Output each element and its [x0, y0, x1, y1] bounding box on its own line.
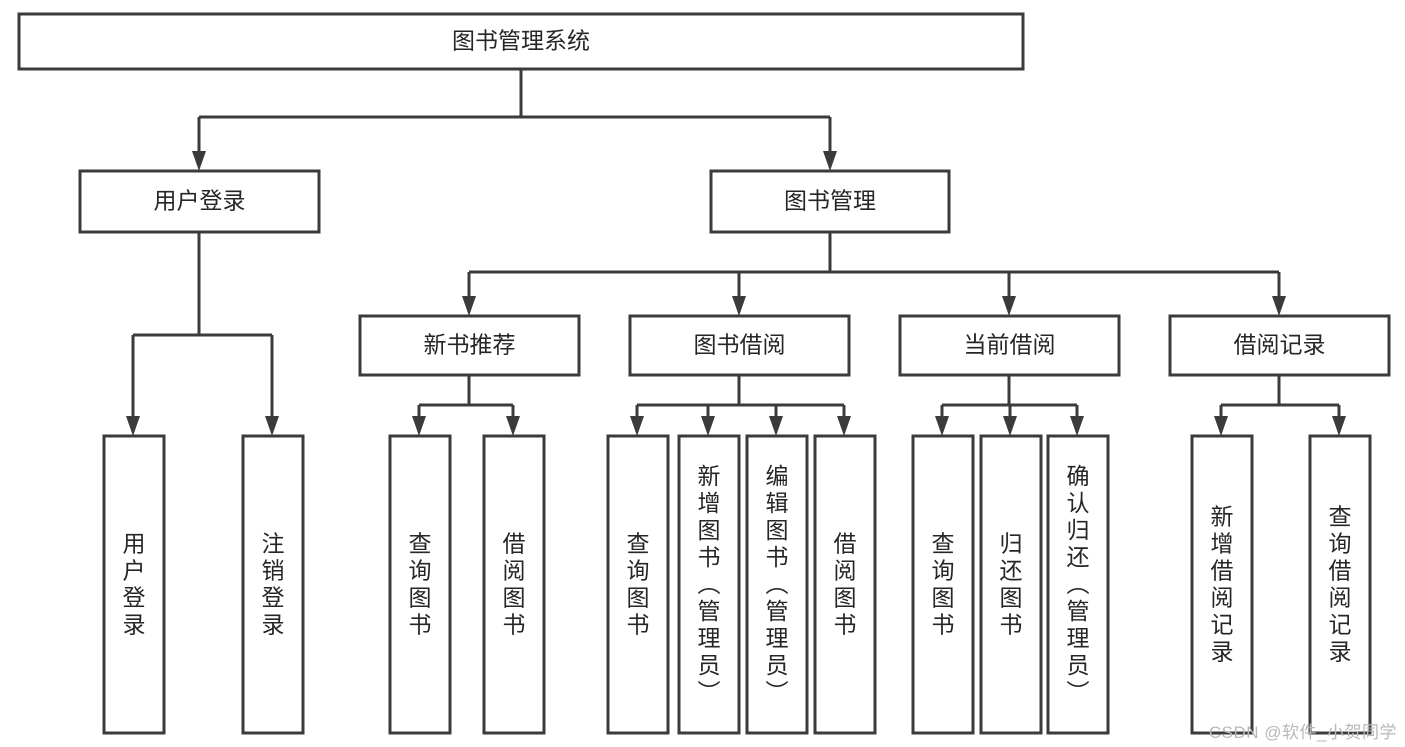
node-box[interactable]	[1168, 314, 1391, 377]
connector-group-book-management-to-level3	[462, 232, 1286, 316]
arrow-head	[265, 416, 279, 436]
node-leaf-return-book[interactable]: 归还图书	[979, 434, 1043, 735]
node-box[interactable]	[102, 434, 166, 735]
node-box[interactable]	[813, 434, 877, 735]
arrow-head	[1272, 296, 1286, 316]
node-leaf-query-book-3[interactable]: 查询图书	[911, 434, 975, 735]
arrow-head	[1002, 296, 1016, 316]
node-box[interactable]	[709, 169, 951, 234]
node-label: 编辑图书︵管理员︶	[766, 463, 789, 705]
arrow-head	[701, 416, 715, 436]
node-box[interactable]	[606, 434, 670, 735]
connector-group-book-borrow-to-leaves	[630, 375, 851, 436]
node-current-borrow[interactable]: 当前借阅	[898, 314, 1121, 377]
node-leaf-borrow-book-1[interactable]: 借阅图书	[482, 434, 546, 735]
arrow-head	[630, 416, 644, 436]
node-box[interactable]	[1308, 434, 1372, 735]
node-label: 借阅图书	[834, 531, 857, 638]
connector-group-root-to-level2	[192, 69, 837, 171]
arrow-head	[126, 416, 140, 436]
node-box[interactable]	[677, 434, 741, 735]
node-book-borrow[interactable]: 图书借阅	[628, 314, 851, 377]
node-leaf-logout[interactable]: 注销登录	[241, 434, 305, 735]
node-label: 图书借阅	[694, 332, 786, 358]
node-leaf-add-book[interactable]: 新增图书︵管理员︶	[677, 434, 741, 735]
arrow-head	[1332, 416, 1346, 436]
node-label: 查询图书	[409, 531, 432, 638]
arrow-head	[1003, 416, 1017, 436]
node-box[interactable]	[979, 434, 1043, 735]
node-box[interactable]	[78, 169, 321, 234]
connector-group-borrow-record-to-leaves	[1214, 375, 1346, 436]
node-box[interactable]	[388, 434, 452, 735]
arrow-head	[462, 296, 476, 316]
node-borrow-record[interactable]: 借阅记录	[1168, 314, 1391, 377]
node-leaf-confirm-return[interactable]: 确认归还︵管理员︶	[1046, 434, 1110, 735]
node-label: 确认归还︵管理员︶	[1067, 463, 1090, 705]
arrow-head	[769, 416, 783, 436]
arrow-head	[935, 416, 949, 436]
arrow-head	[506, 416, 520, 436]
node-leaf-borrow-book-2[interactable]: 借阅图书	[813, 434, 877, 735]
node-box[interactable]	[898, 314, 1121, 377]
node-label: 用户登录	[123, 531, 146, 638]
arrow-head	[732, 296, 746, 316]
arrow-head	[1214, 416, 1228, 436]
node-label: 新增图书︵管理员︶	[698, 463, 721, 705]
node-leaf-query-book-2[interactable]: 查询图书	[606, 434, 670, 735]
node-box[interactable]	[628, 314, 851, 377]
watermark-label: CSDN @软件_小贺同学	[1208, 723, 1397, 742]
node-label: 查询借阅记录	[1329, 504, 1352, 665]
connector-group-user-login-to-leaves	[126, 232, 279, 436]
node-new-book-recommend[interactable]: 新书推荐	[358, 314, 581, 377]
node-root-system[interactable]: 图书管理系统	[17, 12, 1025, 71]
node-leaf-query-book-1[interactable]: 查询图书	[388, 434, 452, 735]
node-label: 当前借阅	[964, 332, 1056, 358]
connector-group-new-book-to-leaves	[412, 375, 520, 436]
arrow-head	[1070, 416, 1084, 436]
node-box[interactable]	[1190, 434, 1254, 735]
node-user-login[interactable]: 用户登录	[78, 169, 321, 234]
node-leaf-edit-book[interactable]: 编辑图书︵管理员︶	[745, 434, 809, 735]
node-label: 注销登录	[262, 531, 285, 638]
arrow-head	[412, 416, 426, 436]
arrow-head	[192, 151, 206, 171]
node-label: 查询图书	[932, 531, 955, 638]
node-label: 查询图书	[627, 531, 650, 638]
node-box[interactable]	[358, 314, 581, 377]
node-leaf-query-record[interactable]: 查询借阅记录	[1308, 434, 1372, 735]
node-box[interactable]	[911, 434, 975, 735]
node-leaf-add-record[interactable]: 新增借阅记录	[1190, 434, 1254, 735]
arrow-head	[823, 151, 837, 171]
node-leaf-user-login[interactable]: 用户登录	[102, 434, 166, 735]
node-label: 新增借阅记录	[1211, 504, 1234, 665]
node-book-management[interactable]: 图书管理	[709, 169, 951, 234]
node-label: 用户登录	[154, 188, 246, 214]
node-box[interactable]	[482, 434, 546, 735]
arrow-head	[837, 416, 851, 436]
node-label: 归还图书	[1000, 531, 1023, 638]
connector-group-current-borrow-to-leaves	[935, 375, 1084, 436]
node-layer: 图书管理系统用户登录图书管理新书推荐图书借阅当前借阅借阅记录用户登录注销登录查询…	[17, 12, 1391, 735]
node-label: 新书推荐	[424, 332, 516, 358]
node-box[interactable]	[17, 12, 1025, 71]
node-box[interactable]	[745, 434, 809, 735]
node-label: 图书管理系统	[452, 28, 590, 54]
connector-layer	[126, 69, 1346, 436]
node-box[interactable]	[1046, 434, 1110, 735]
node-label: 借阅记录	[1234, 332, 1326, 358]
node-label: 借阅图书	[503, 531, 526, 638]
node-box[interactable]	[241, 434, 305, 735]
node-label: 图书管理	[784, 188, 876, 214]
